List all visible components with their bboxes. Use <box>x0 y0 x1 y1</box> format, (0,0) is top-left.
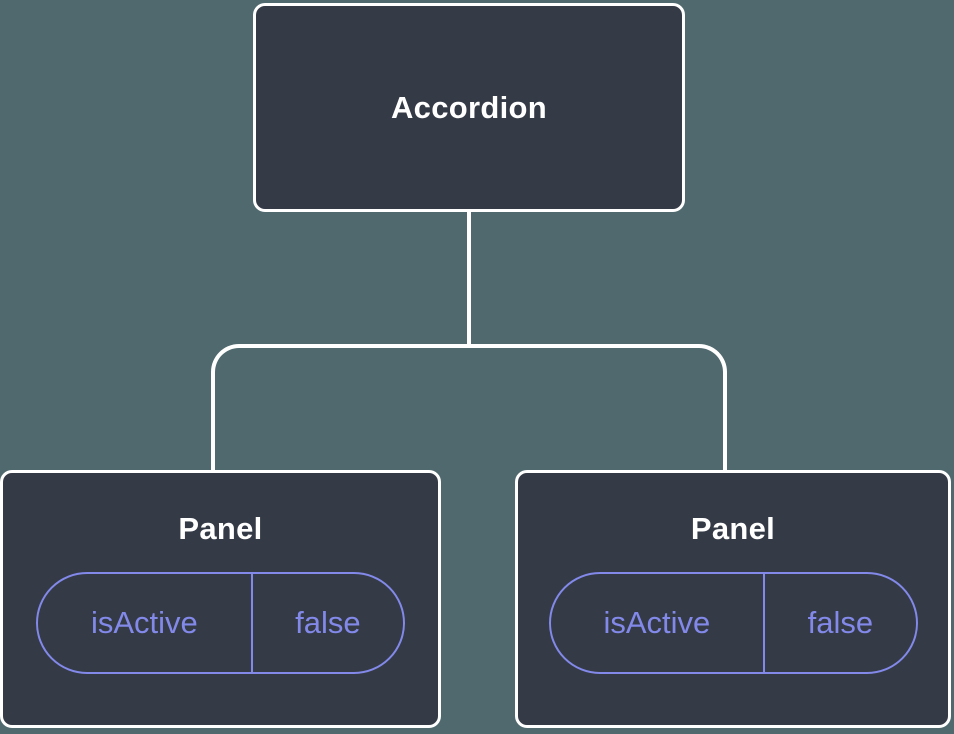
node-panel-1-label: Panel <box>178 511 263 546</box>
state-pill-2: isActive false <box>548 572 918 674</box>
node-accordion: Accordion <box>253 3 685 212</box>
state-pill-1-name: isActive <box>90 605 198 640</box>
node-accordion-label: Accordion <box>391 89 547 125</box>
state-pill-1-value: false <box>250 574 403 672</box>
state-pill-2-name: isActive <box>603 605 711 640</box>
node-panel-1: Panel isActive false <box>0 470 441 728</box>
connector-bracket-line <box>211 344 727 470</box>
node-panel-2: Panel isActive false <box>515 470 951 728</box>
state-pill-1: isActive false <box>36 572 405 674</box>
node-panel-2-label: Panel <box>690 511 776 546</box>
state-pill-2-value: false <box>763 574 915 672</box>
connector-stem-line <box>467 212 471 346</box>
